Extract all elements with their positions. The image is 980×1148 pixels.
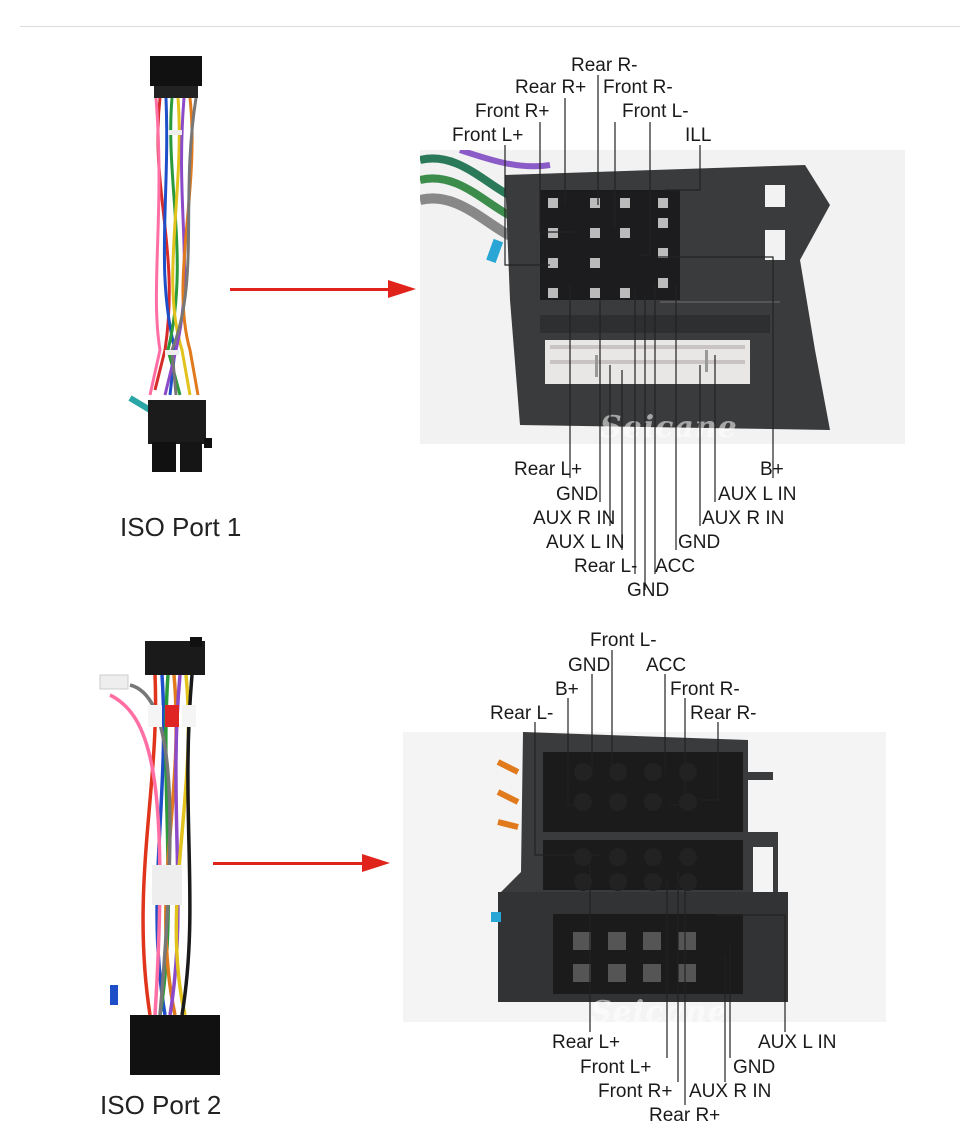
iso-port-2-connector-image	[403, 732, 886, 1022]
p2-label-rear-r-minus: Rear R-	[690, 703, 757, 724]
port-1-leader-lines	[504, 75, 774, 590]
p2-label-gnd-bottom: GND	[733, 1057, 776, 1078]
p1-label-front-r-minus: Front R-	[603, 77, 673, 98]
p2-label-front-l-plus: Front L+	[580, 1057, 652, 1078]
p1-label-aux-r-in-1: AUX R IN	[533, 508, 616, 529]
p2-label-rear-l-minus: Rear L-	[490, 703, 554, 724]
p1-label-rear-l-plus: Rear L+	[514, 459, 583, 480]
iso-port-2-harness-image	[99, 637, 220, 1075]
iso-port-1-connector-image	[420, 150, 905, 444]
p2-label-aux-r-in: AUX R IN	[689, 1081, 772, 1102]
p2-label-front-r-plus: Front R+	[598, 1081, 673, 1102]
p2-label-front-l-minus: Front L-	[590, 630, 657, 651]
p2-label-front-r-minus: Front R-	[670, 679, 740, 700]
p1-label-front-l-minus: Front L-	[622, 101, 689, 122]
p2-label-b-plus: B+	[555, 679, 579, 700]
p1-label-aux-l-in-2: AUX L IN	[546, 532, 625, 553]
p1-label-rear-r-plus: Rear R+	[515, 77, 587, 98]
p1-label-rear-r-minus: Rear R-	[571, 55, 638, 76]
top-divider	[20, 26, 960, 27]
p1-label-aux-r-in-2: AUX R IN	[702, 508, 785, 529]
p2-label-aux-l-in: AUX L IN	[758, 1032, 837, 1053]
port-2-leader-lines	[534, 650, 786, 1105]
p1-label-aux-l-in-1: AUX L IN	[718, 484, 797, 505]
p1-label-ill: ILL	[685, 125, 712, 146]
p1-label-front-r-plus: Front R+	[475, 101, 550, 122]
port-1-watermark: Seicane	[600, 410, 738, 445]
p2-label-rear-r-plus: Rear R+	[649, 1105, 721, 1126]
p1-label-front-l-plus: Front L+	[452, 125, 524, 146]
p2-label-acc: ACC	[646, 655, 687, 676]
p2-label-gnd-top: GND	[568, 655, 611, 676]
p1-label-b-plus: B+	[760, 459, 784, 480]
p1-label-rear-l-minus: Rear L-	[574, 556, 638, 577]
p1-label-gnd-1: GND	[556, 484, 599, 505]
port-2-arrow-shaft	[213, 862, 365, 865]
p2-label-rear-l-plus: Rear L+	[552, 1032, 621, 1053]
port-2-watermark: Seicane	[590, 995, 728, 1030]
iso-port-2-title: ISO Port 2	[100, 1090, 222, 1120]
iso-port-1-title: ISO Port 1	[120, 512, 242, 542]
p1-label-gnd-2: GND	[678, 532, 721, 553]
port-2-arrow-head	[362, 854, 390, 872]
p1-label-gnd-3: GND	[627, 580, 670, 601]
iso-port-1-harness-image	[128, 56, 212, 472]
port-1-arrow-shaft	[230, 288, 390, 291]
p1-label-acc: ACC	[655, 556, 696, 577]
port-1-arrow-head	[388, 280, 416, 298]
